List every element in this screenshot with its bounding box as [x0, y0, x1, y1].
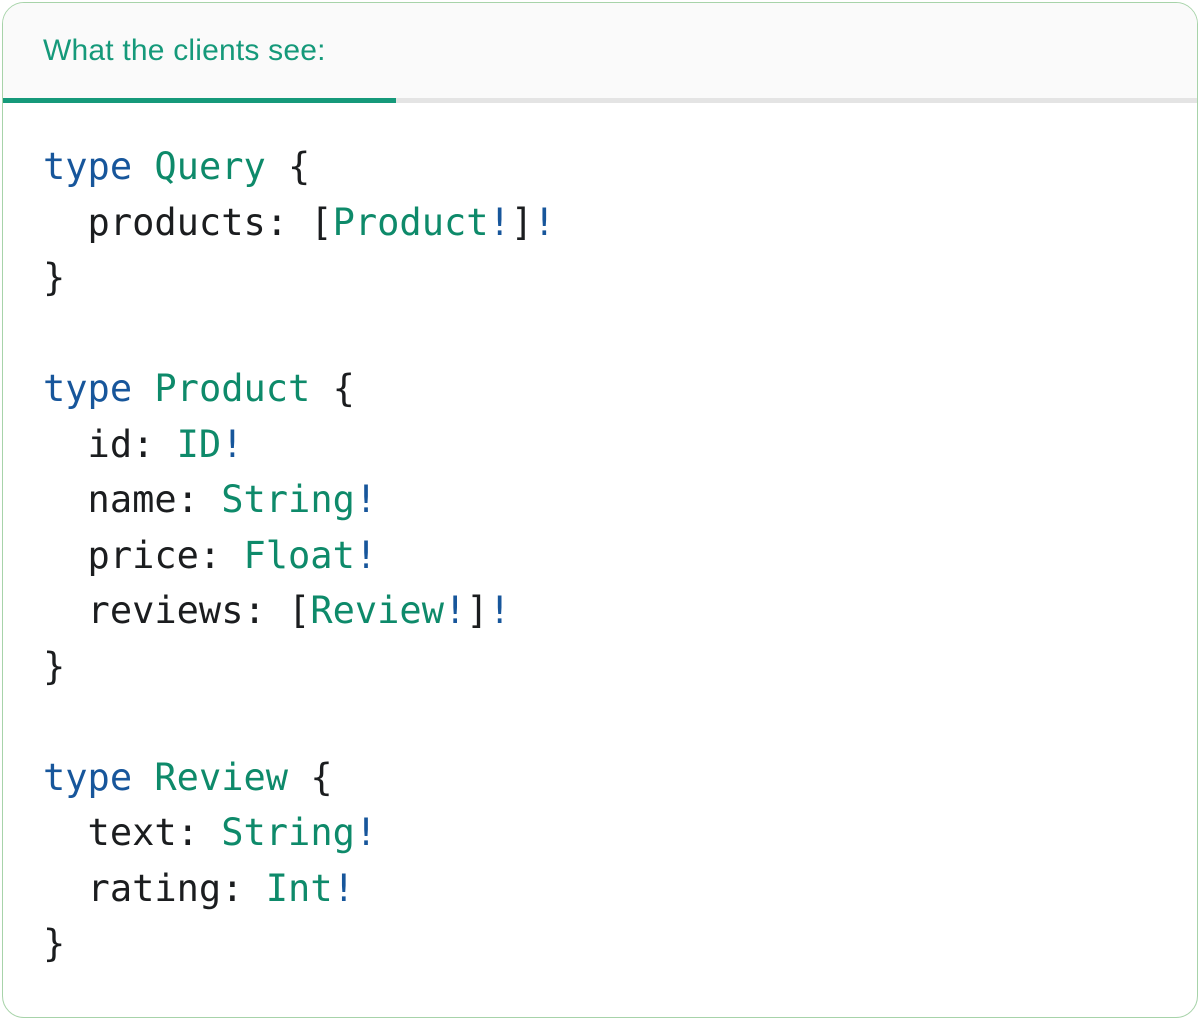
code-token-bang: !	[221, 422, 244, 466]
code-token-plain	[132, 145, 154, 188]
graphql-schema-code: type Query { products: [Product!]!} type…	[3, 103, 1197, 972]
code-token-bang: !	[354, 478, 378, 521]
code-line: type Product {	[43, 361, 1157, 417]
code-line: type Query {	[43, 139, 1157, 195]
code-token-plain: }	[43, 256, 66, 299]
code-token-bang: !	[354, 533, 378, 577]
code-line: rating: Int!	[43, 861, 1157, 917]
code-token-bang: !	[488, 200, 511, 244]
code-token-plain: {	[288, 755, 333, 799]
code-token-plain	[132, 367, 154, 410]
code-token-plain: rating:	[43, 866, 266, 910]
code-token-plain: id:	[43, 422, 177, 466]
code-token-plain: {	[310, 367, 355, 410]
tab-what-clients-see[interactable]: What the clients see:	[43, 33, 326, 67]
code-line: products: [Product!]!	[43, 195, 1157, 251]
code-line: name: String!	[43, 472, 1157, 528]
code-token-plain: reviews: [	[43, 589, 311, 632]
code-token-bang: !	[443, 589, 467, 632]
code-line: }	[43, 639, 1157, 695]
code-token-bang: !	[533, 200, 556, 244]
code-line: text: String!	[43, 805, 1157, 861]
code-token-type: String	[221, 478, 355, 521]
code-token-bang: !	[354, 811, 378, 854]
code-token-type: String	[221, 811, 355, 854]
code-line: reviews: [Review!]!	[43, 583, 1157, 639]
code-token-plain: }	[43, 644, 66, 688]
code-token-type: Review	[154, 755, 289, 799]
code-token-bang: !	[488, 589, 511, 632]
code-token-plain: text:	[43, 811, 222, 854]
active-tab-indicator	[3, 98, 396, 103]
code-token-plain: {	[265, 145, 311, 188]
code-token-plain: ]	[510, 200, 534, 244]
code-token-type: Review	[310, 589, 444, 632]
code-token-type: Product	[154, 367, 311, 410]
code-token-bang: !	[332, 866, 355, 910]
code-token-plain: ]	[466, 589, 489, 632]
code-token-type: Query	[154, 145, 266, 188]
code-line: price: Float!	[43, 528, 1157, 584]
code-token-plain: products: [	[43, 200, 333, 244]
code-line: }	[43, 250, 1157, 306]
code-token-keyword: type	[43, 367, 133, 410]
tab-bar: What the clients see:	[3, 3, 1197, 103]
code-token-plain: name:	[43, 478, 222, 521]
code-token-type: ID	[176, 422, 222, 466]
code-token-plain: price:	[43, 533, 244, 577]
code-line: }	[43, 916, 1157, 972]
code-line: type Review {	[43, 750, 1157, 806]
code-line	[43, 694, 1157, 750]
code-token-plain: }	[43, 922, 66, 965]
code-line: id: ID!	[43, 417, 1157, 473]
code-token-type: Float	[243, 533, 355, 577]
code-token-keyword: type	[43, 145, 133, 188]
code-token-type: Int	[265, 866, 333, 910]
code-token-plain	[132, 756, 154, 799]
code-token-keyword: type	[43, 755, 133, 799]
code-token-type: Product	[332, 200, 489, 244]
code-line	[43, 306, 1157, 362]
